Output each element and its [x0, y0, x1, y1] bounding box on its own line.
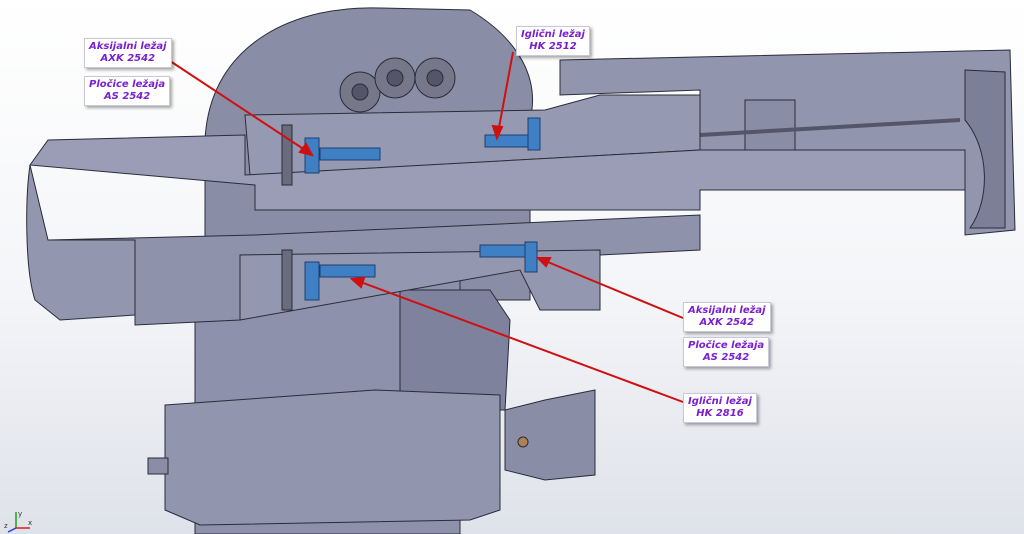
- pulley-bolt: [517, 436, 529, 448]
- left-shaft-end: [26, 164, 136, 321]
- main-shaft-upper: [29, 134, 966, 211]
- axial-bearing-bottom: [304, 261, 320, 301]
- coordinate-triad-icon: y x z: [4, 510, 32, 533]
- motor-shaft: [147, 457, 169, 475]
- cad-assembly: [26, 7, 1016, 534]
- side-bracket: [399, 289, 511, 411]
- callout-part-number: AXK 2542: [699, 317, 755, 328]
- triad-x-label: x: [28, 519, 32, 527]
- callout-part-number: AS 2542: [702, 352, 750, 363]
- callout-text: Pločice ležaja: [688, 340, 765, 351]
- callout-text: Iglični ležaj: [521, 29, 585, 40]
- motor-block: [164, 389, 501, 526]
- needle-bearing-top-left: [319, 147, 381, 161]
- lead-screw-block: [744, 99, 796, 151]
- pin: [281, 249, 293, 311]
- callout-text: Pločice ležaja: [89, 79, 166, 90]
- callout-text: Aksijalni ležaj: [688, 305, 766, 316]
- callout-part-number: AS 2542: [103, 91, 151, 102]
- needle-bearing-bottom-left: [319, 264, 376, 278]
- needle-bearing-top-right: [484, 134, 531, 148]
- callout-text: Iglični ležaj: [688, 396, 752, 407]
- callout-part-number: HK 2816: [696, 408, 744, 419]
- leader-lines: [160, 51, 684, 403]
- triad-y-label: y: [18, 510, 22, 518]
- callout-text: Aksijalni ležaj: [89, 41, 167, 52]
- callout-part-number: AXK 2542: [100, 53, 156, 64]
- callout-part-number: HK 2512: [529, 41, 577, 52]
- needle-bearing-bottom-right: [479, 244, 526, 258]
- bearings: [304, 117, 541, 301]
- triad-z-label: z: [4, 522, 8, 530]
- pulley: [504, 389, 596, 481]
- pin: [281, 124, 293, 186]
